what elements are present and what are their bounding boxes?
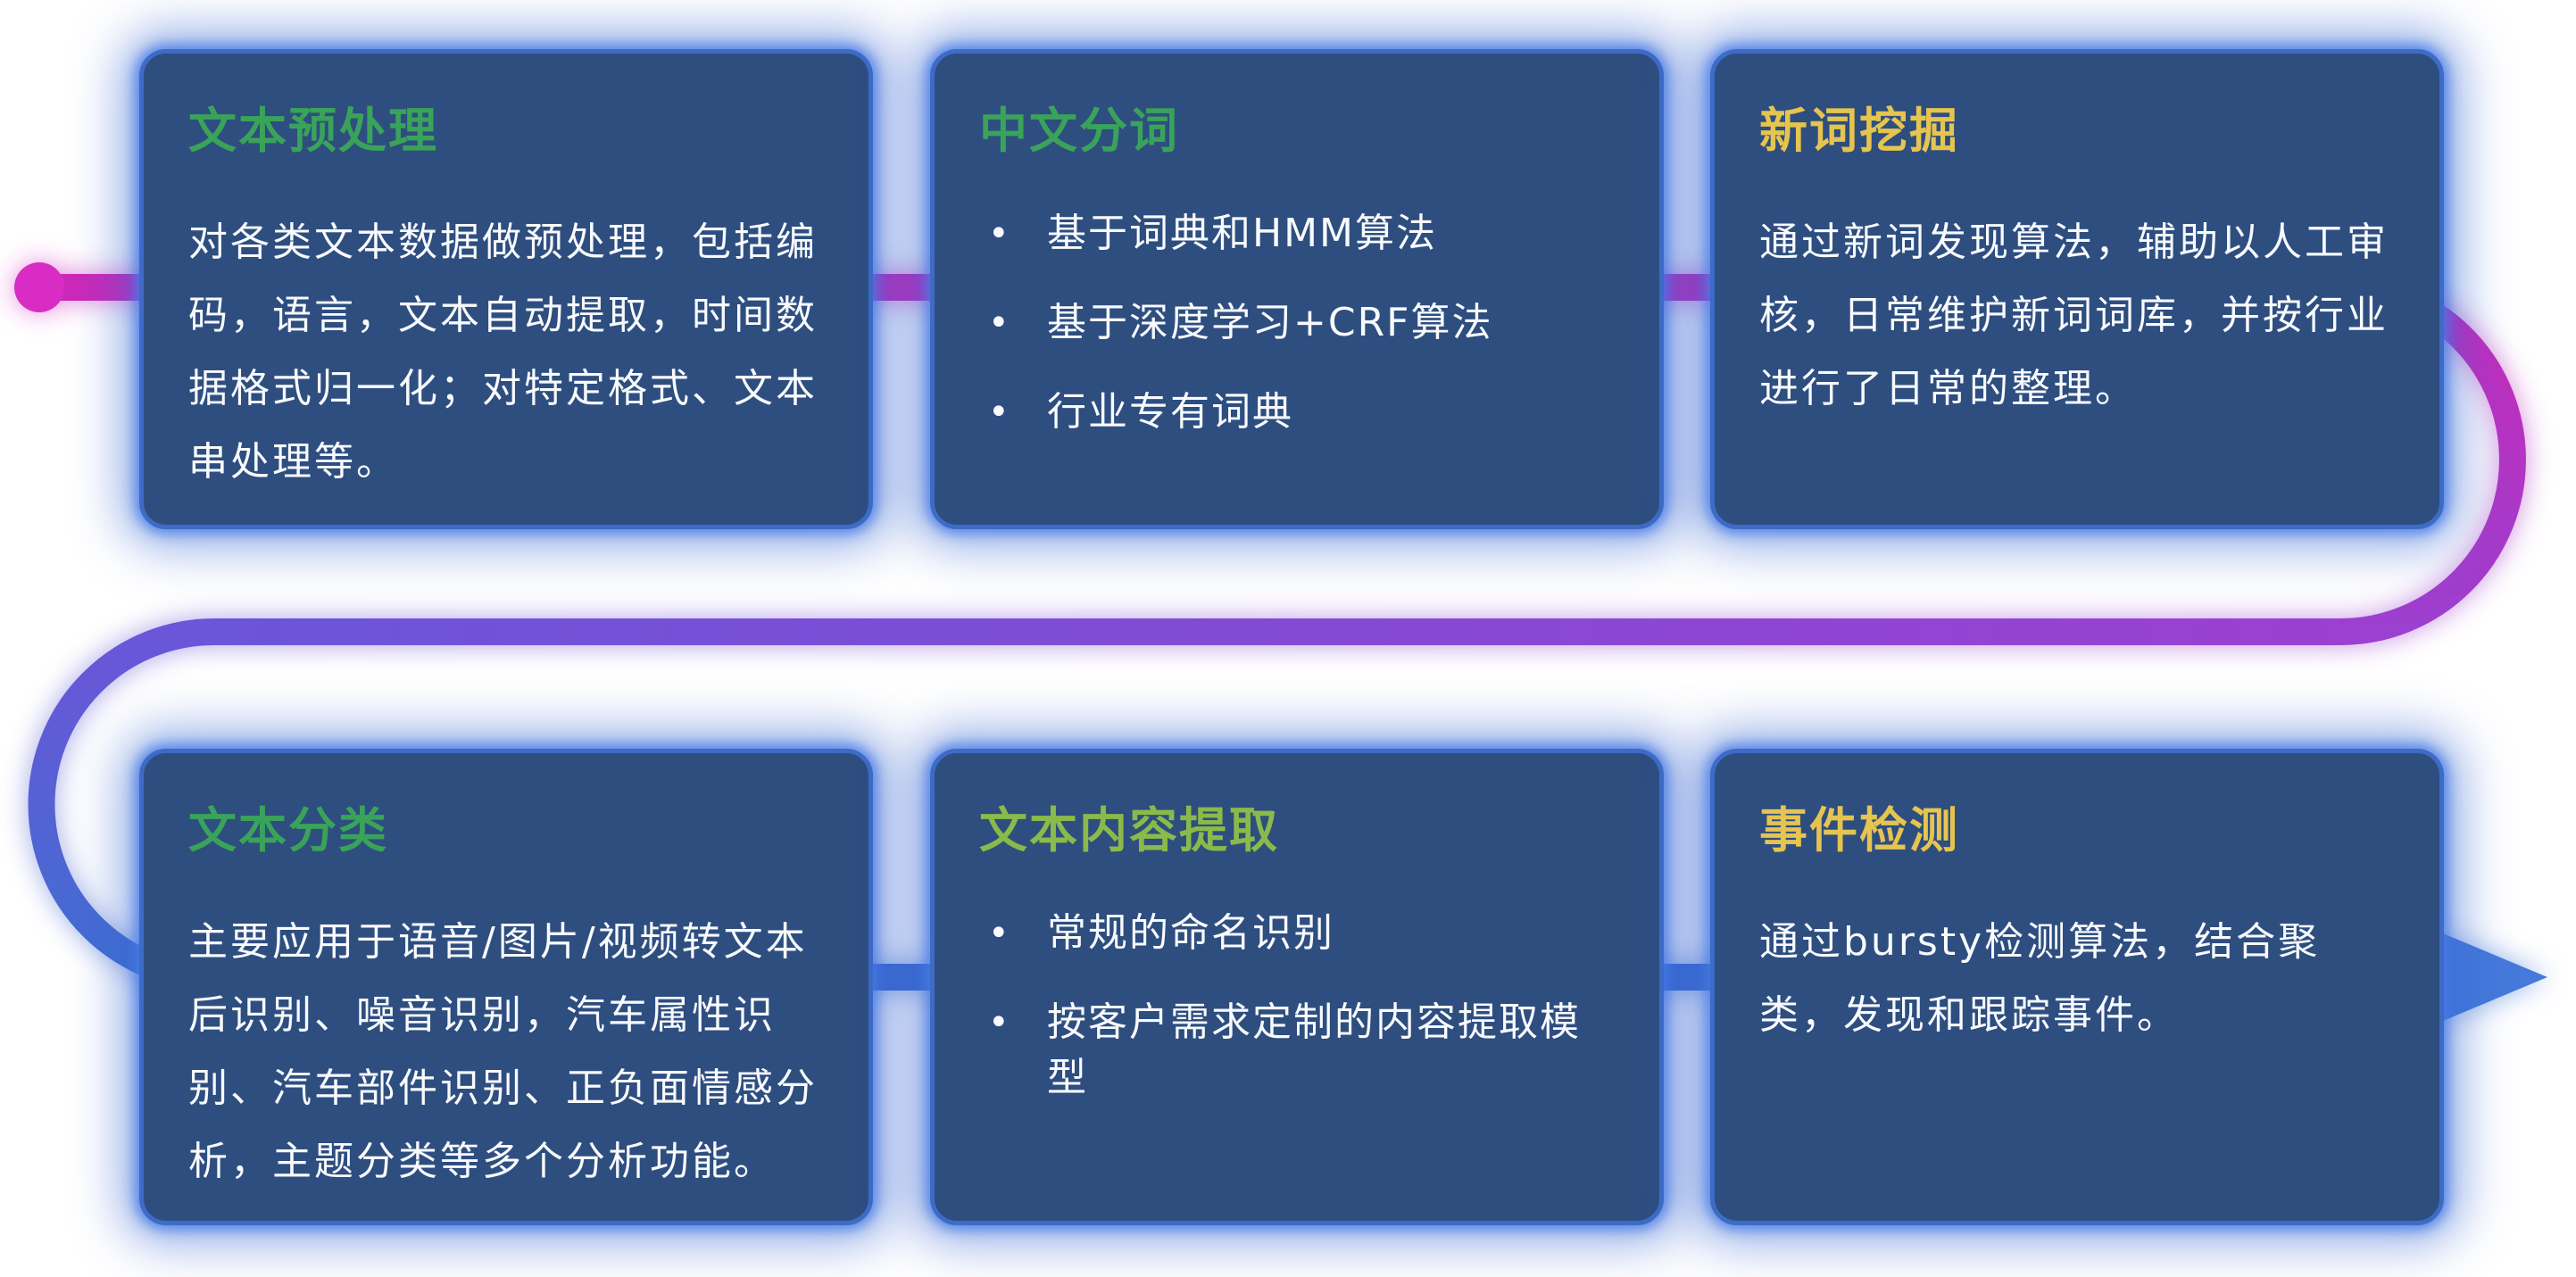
- card-body: 主要应用于语音/图片/视频转文本后识别、噪音识别，汽车属性识别、汽车部件识别、正…: [188, 919, 818, 1184]
- card-text-classification: 文本分类 主要应用于语音/图片/视频转文本后识别、噪音识别，汽车属性识别、汽车部…: [139, 749, 873, 1225]
- list-item-text: 按客户需求定制的内容提取模型: [1047, 999, 1581, 1100]
- card-title: 事件检测: [1759, 802, 1959, 858]
- card-text-content-extraction: 文本内容提取 • 常规的命名识别 • 按客户需求定制的内容提取模型: [930, 749, 1664, 1225]
- list-item: • 基于词典和HMM算法: [979, 206, 1615, 261]
- card-text-preprocessing: 文本预处理 对各类文本数据做预处理，包括编码，语言，文本自动提取，时间数据格式归…: [139, 49, 873, 529]
- card-body: 通过新词发现算法，辅助以人工审核，日常维护新词词库，并按行业进行了日常的整理。: [1759, 220, 2389, 411]
- card-bullet-list: • 基于词典和HMM算法 • 基于深度学习+CRF算法 • 行业专有词典: [979, 206, 1615, 440]
- card-title: 文本预处理: [188, 103, 438, 159]
- bullet-icon: •: [988, 913, 1011, 954]
- card-title: 文本内容提取: [979, 802, 1279, 858]
- card-title: 中文分词: [979, 103, 1179, 159]
- card-title: 文本分类: [188, 802, 388, 858]
- list-item: • 按客户需求定制的内容提取模型: [979, 995, 1615, 1106]
- list-item: • 行业专有词典: [979, 385, 1615, 440]
- bullet-icon: •: [988, 392, 1011, 433]
- card-body: 对各类文本数据做预处理，包括编码，语言，文本自动提取，时间数据格式归一化；对特定…: [188, 220, 818, 485]
- card-title: 新词挖掘: [1759, 103, 1959, 159]
- card-chinese-word-segmentation: 中文分词 • 基于词典和HMM算法 • 基于深度学习+CRF算法 • 行业专有词…: [930, 49, 1664, 529]
- card-event-detection: 事件检测 通过bursty检测算法，结合聚类，发现和跟踪事件。: [1710, 749, 2444, 1225]
- list-item-text: 基于词典和HMM算法: [1047, 211, 1438, 256]
- list-item-text: 行业专有词典: [1047, 389, 1293, 435]
- list-item: • 常规的命名识别: [979, 906, 1615, 961]
- card-bullet-list: • 常规的命名识别 • 按客户需求定制的内容提取模型: [979, 906, 1615, 1106]
- list-item-text: 常规的命名识别: [1047, 910, 1334, 956]
- card-body: 通过bursty检测算法，结合聚类，发现和跟踪事件。: [1759, 919, 2321, 1038]
- list-item-text: 基于深度学习+CRF算法: [1047, 300, 1493, 345]
- list-item: • 基于深度学习+CRF算法: [979, 295, 1615, 351]
- bullet-icon: •: [988, 303, 1011, 344]
- bullet-icon: •: [988, 213, 1011, 254]
- bullet-icon: •: [988, 1002, 1011, 1043]
- card-new-word-mining: 新词挖掘 通过新词发现算法，辅助以人工审核，日常维护新词词库，并按行业进行了日常…: [1710, 49, 2444, 529]
